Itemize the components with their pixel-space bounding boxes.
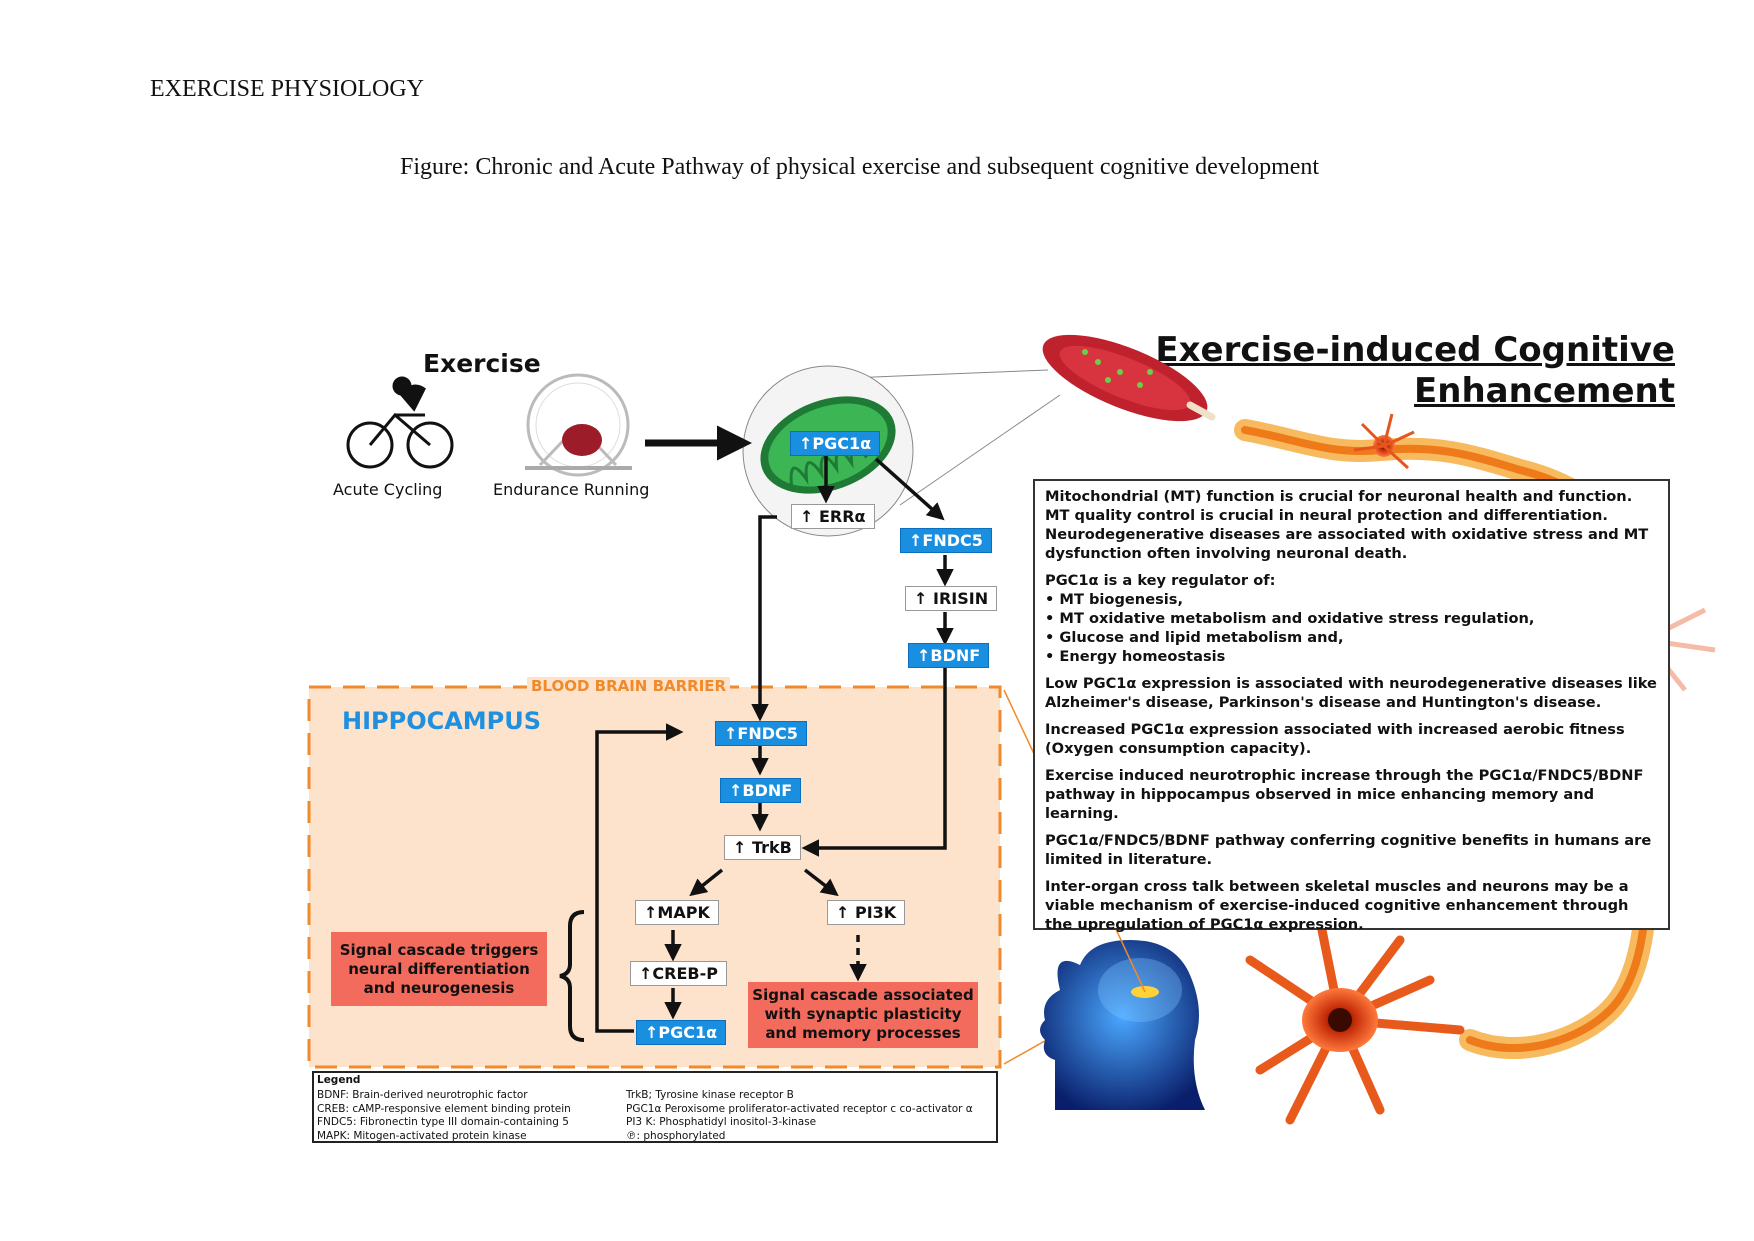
legend-entry: BDNF: Brain-derived neurotrophic factor — [317, 1089, 528, 1101]
node-pi3k: ↑ PI3K — [827, 900, 906, 925]
human-head-illustration — [1040, 911, 1205, 1110]
legend-entry: ℗: phosphorylated — [626, 1129, 726, 1142]
node-pgc1a-brain: ↑PGC1α — [636, 1020, 727, 1045]
running-head: EXERCISE PHYSIOLOGY — [150, 76, 425, 102]
legend-column-left: BDNF: Brain-derived neurotrophic factor … — [317, 1089, 571, 1143]
node-mapk: ↑MAPK — [635, 900, 719, 925]
node-mapk-label: MAPK — [657, 903, 710, 922]
figure-caption: Figure: Chronic and Acute Pathway of phy… — [400, 154, 1320, 180]
figure-title-line-2: Enhancement — [1414, 371, 1675, 411]
info-paragraph: Increased PGC1α expression associated wi… — [1045, 721, 1625, 757]
legend-entry: FNDC5: Fibronectin type III domain-conta… — [317, 1116, 569, 1128]
legend-title: Legend — [317, 1074, 361, 1086]
node-bdnf-brain-label: BDNF — [742, 781, 793, 800]
hamster-wheel-icon — [525, 373, 632, 477]
legend-entry: PGC1α Peroxisome proliferator-activated … — [626, 1102, 973, 1115]
node-erra-label: ERRα — [818, 507, 866, 526]
node-creb-label: CREB-P — [652, 964, 718, 983]
signal-plasticity-box: Signal cascade associated with synaptic … — [748, 982, 978, 1048]
info-bullet: Glucose and lipid metabolism and, — [1045, 628, 1658, 647]
node-bdnf-muscle-label: BDNF — [930, 646, 981, 665]
node-pi3k-label: PI3K — [854, 903, 897, 922]
node-pgc1a-muscle-label: PGC1α — [812, 434, 872, 453]
node-creb: ↑CREB-P — [630, 961, 727, 986]
signal-neurogenesis-box: Signal cascade triggers neural different… — [331, 932, 547, 1006]
info-paragraph: Low PGC1α expression is associated with … — [1045, 675, 1657, 711]
node-fndc5-brain: ↑FNDC5 — [715, 721, 807, 746]
node-irisin-label: IRISIN — [932, 589, 989, 608]
acute-cycling-label: Acute Cycling — [333, 480, 443, 499]
info-text-box: Mitochondrial (MT) function is crucial f… — [1033, 479, 1670, 933]
legend-entry: CREB: cAMP-responsive element binding pr… — [317, 1102, 571, 1115]
muscle-illustration — [1042, 334, 1216, 422]
info-bullet: MT oxidative metabolism and oxidative st… — [1045, 609, 1658, 628]
info-paragraph: Mitochondrial (MT) function is crucial f… — [1045, 488, 1649, 562]
blood-brain-barrier-label: BLOOD BRAIN BARRIER — [527, 677, 731, 695]
legend-box: Legend BDNF: Brain-derived neurotrophic … — [312, 1071, 998, 1143]
node-trkb: ↑ TrkB — [724, 835, 801, 860]
legend-entry: TrkB; Tyrosine kinase receptor B — [626, 1089, 794, 1101]
large-neuron-bottom — [1245, 915, 1465, 1125]
info-paragraph: Inter-organ cross talk between skeletal … — [1045, 878, 1629, 933]
legend-entry: PI3 K: Phosphatidyl inositol-3-kinase — [626, 1116, 817, 1128]
small-neuron-top — [1353, 413, 1415, 470]
info-paragraph: PGC1α/FNDC5/BDNF pathway conferring cogn… — [1045, 832, 1652, 868]
cyclist-icon — [346, 376, 454, 469]
endurance-running-label: Endurance Running — [493, 480, 650, 499]
legend-entry: MAPK: Mitogen-activated protein kinase — [317, 1129, 527, 1142]
info-bullet-list: MT biogenesis, MT oxidative metabolism a… — [1045, 590, 1658, 666]
hippocampus-label: HIPPOCAMPUS — [342, 707, 542, 735]
node-pgc1a-muscle: ↑PGC1α — [790, 431, 881, 456]
node-irisin: ↑ IRISIN — [905, 586, 998, 611]
legend-column-right: TrkB; Tyrosine kinase receptor B PGC1α P… — [626, 1089, 973, 1143]
node-erra: ↑ ERRα — [791, 504, 875, 529]
node-bdnf-brain: ↑BDNF — [720, 778, 802, 803]
exercise-heading: Exercise — [423, 349, 541, 378]
node-pgc1a-brain-label: PGC1α — [658, 1023, 718, 1042]
info-bullet: Energy homeostasis — [1045, 647, 1658, 666]
node-fndc5-brain-label: FNDC5 — [737, 724, 798, 743]
node-fndc5-muscle: ↑FNDC5 — [900, 528, 992, 553]
info-bullet: MT biogenesis, — [1045, 590, 1658, 609]
node-fndc5-muscle-label: FNDC5 — [922, 531, 983, 550]
info-paragraph: Exercise induced neurotrophic increase t… — [1045, 767, 1644, 822]
node-trkb-label: TrkB — [751, 838, 792, 857]
figure-title-line-1: Exercise-induced Cognitive — [1155, 330, 1675, 370]
info-list-heading: PGC1α is a key regulator of: — [1045, 572, 1276, 589]
node-bdnf-muscle: ↑BDNF — [908, 643, 990, 668]
